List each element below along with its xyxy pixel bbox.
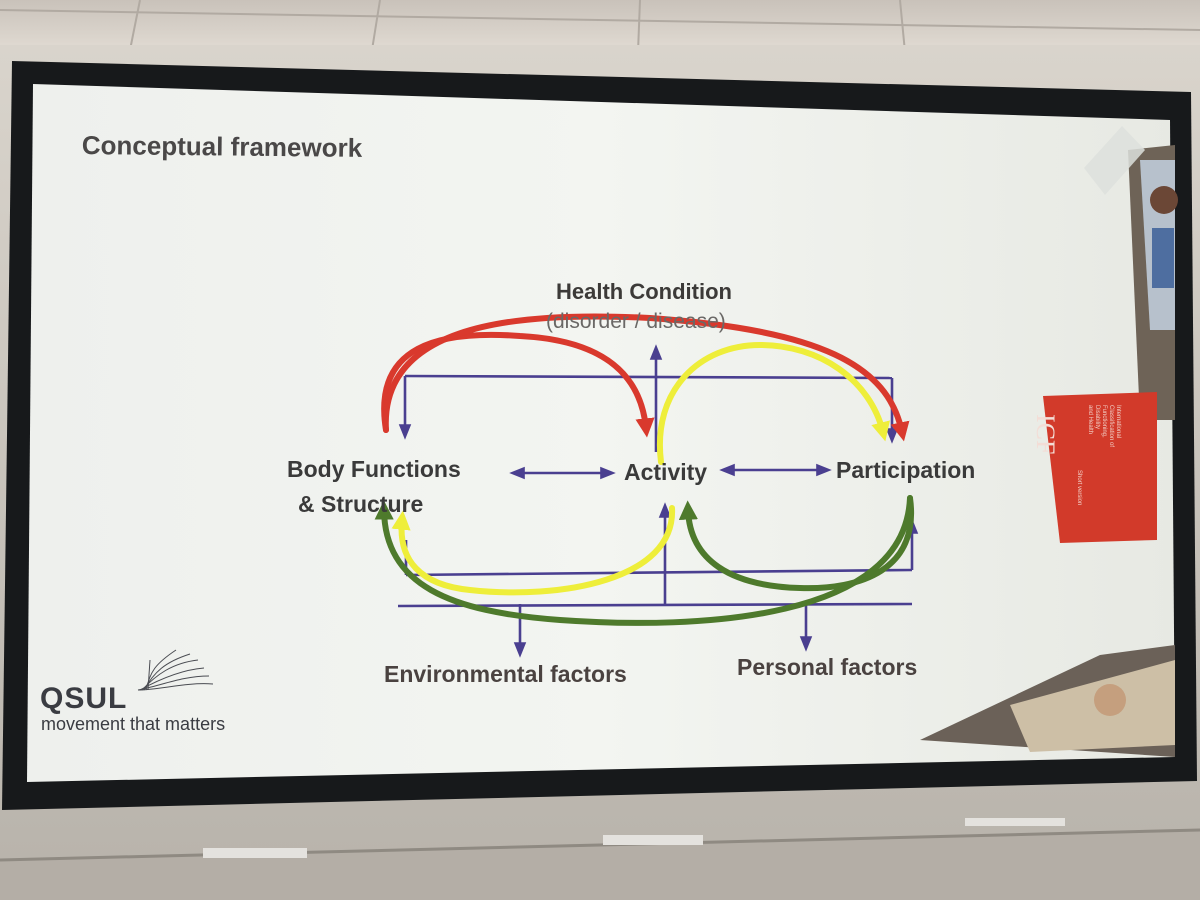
- health-condition-label: Health Condition: [556, 279, 732, 304]
- group-person: [1094, 684, 1126, 716]
- yellow-arrows: [391, 341, 890, 596]
- participation-label: Participation: [836, 457, 976, 483]
- ceiling-panels: [0, 0, 1200, 53]
- icf-book-cover: [1043, 392, 1157, 543]
- icf-book-title-line: Functioning,: [1101, 405, 1107, 438]
- tape-piece: [1084, 126, 1145, 195]
- slide-title: Conceptual framework: [81, 130, 363, 163]
- screen-surface: [27, 84, 1175, 782]
- icf-book-edition: Short version: [1076, 470, 1082, 506]
- child-head: [1150, 186, 1178, 214]
- child-shirt: [1152, 228, 1174, 288]
- ledge-edge: [0, 828, 1200, 862]
- qsul-logo-mark: [137, 649, 214, 691]
- table-label-2: [603, 835, 703, 845]
- environmental-factors-label: Environmental factors: [384, 661, 627, 687]
- body-functions-label: Body Functions: [287, 456, 461, 482]
- health-condition-subtitle: (disorder / disease): [546, 310, 726, 333]
- table-label-1: [203, 848, 307, 858]
- qsul-logo-text: QSUL: [40, 682, 128, 715]
- red-arrows: [381, 313, 910, 442]
- icf-book-title-line: Disability: [1094, 405, 1100, 430]
- personal-factors-label: Personal factors: [737, 654, 918, 680]
- qsul-tagline: movement that matters: [41, 714, 226, 734]
- photo-group: [1010, 660, 1175, 752]
- icf-book-title-line: and Health: [1087, 405, 1093, 435]
- green-arrows: [374, 495, 915, 626]
- floor-ledge: [0, 830, 1200, 900]
- body-structure-label: & Structure: [298, 491, 424, 517]
- icf-book-title-line: International: [1115, 405, 1121, 439]
- activity-label: Activity: [624, 459, 708, 485]
- table-label-3: [965, 818, 1065, 826]
- icf-book-title-line: Classification of: [1108, 405, 1114, 448]
- icf-book-abbr: ICF: [1031, 414, 1060, 455]
